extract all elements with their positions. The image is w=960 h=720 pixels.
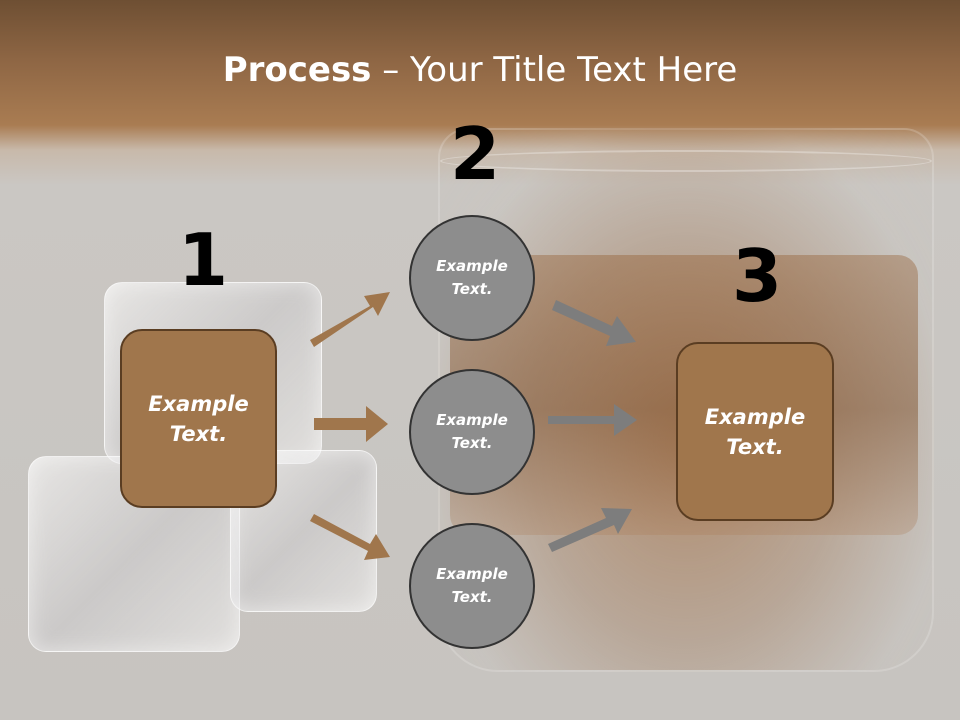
arrow-icon [548, 404, 637, 436]
arrow-icon [314, 406, 388, 442]
step-1-text-line2: Text. [169, 421, 228, 446]
step-1-text-line1: Example [148, 391, 249, 416]
circle-1-line2: Text. [451, 280, 493, 298]
step-number-1: 1 [178, 218, 229, 302]
slide-title: Process – Your Title Text Here [0, 50, 960, 90]
step-3-text-line2: Text. [726, 434, 784, 459]
circle-2-line2: Text. [451, 434, 493, 452]
step-number-3: 3 [732, 234, 783, 318]
step-3-text-line1: Example [704, 404, 806, 429]
circle-3-line2: Text. [451, 588, 493, 606]
arrow-icon [552, 300, 636, 346]
circle-1-line1: Example [436, 257, 508, 275]
circle-3-line1: Example [436, 565, 508, 583]
title-rest: – Your Title Text Here [371, 50, 738, 90]
arrow-icon [310, 514, 390, 560]
title-bold: Process [222, 50, 372, 90]
arrow-icon [310, 292, 390, 347]
glass-rim-image [440, 150, 932, 172]
arrow-icon [548, 508, 632, 552]
circle-2-line1: Example [436, 411, 508, 429]
step-number-2: 2 [450, 112, 501, 196]
